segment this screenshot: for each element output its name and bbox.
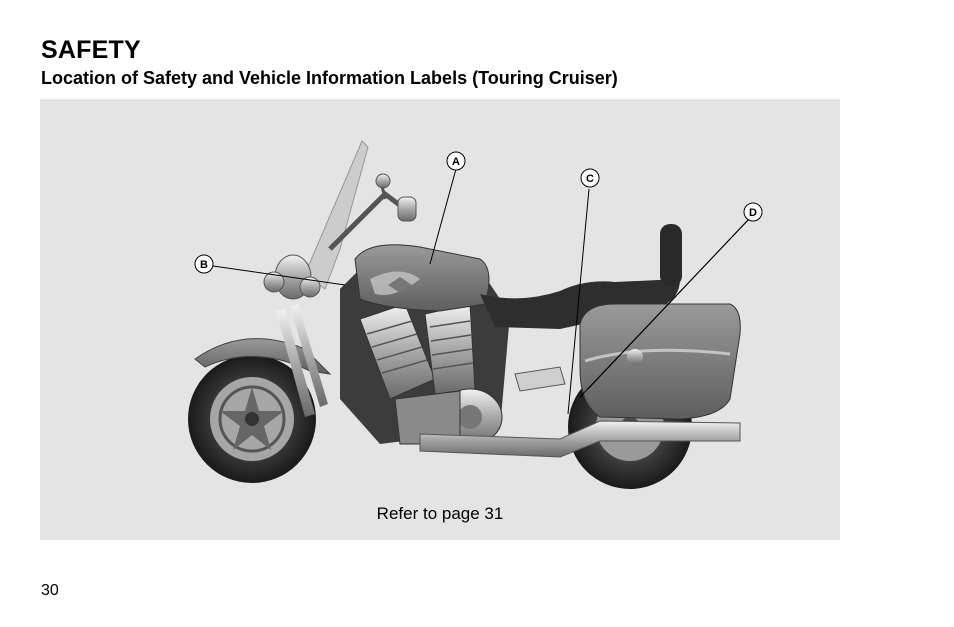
fuel-tank: [354, 244, 490, 312]
callout-A: A: [446, 151, 466, 171]
callout-B: B: [194, 254, 214, 274]
front-wheel: [188, 355, 316, 483]
section-title: SAFETY: [41, 36, 141, 64]
page-number: 30: [41, 582, 59, 599]
motorcycle-figure: A B C D Refer to page 31: [40, 99, 840, 540]
callout-C: C: [580, 168, 600, 188]
engine: [359, 303, 503, 446]
figure-caption: Refer to page 31: [376, 504, 504, 523]
section-subtitle: Location of Safety and Vehicle Informati…: [41, 68, 618, 88]
callout-A-label: A: [452, 156, 460, 168]
callout-B-label: B: [200, 259, 208, 271]
callout-C-label: C: [586, 173, 594, 185]
callout-D: D: [743, 202, 763, 222]
callout-D-label: D: [749, 207, 757, 219]
saddlebag: [579, 303, 741, 420]
motorcycle-illustration: A B C D: [188, 140, 763, 489]
